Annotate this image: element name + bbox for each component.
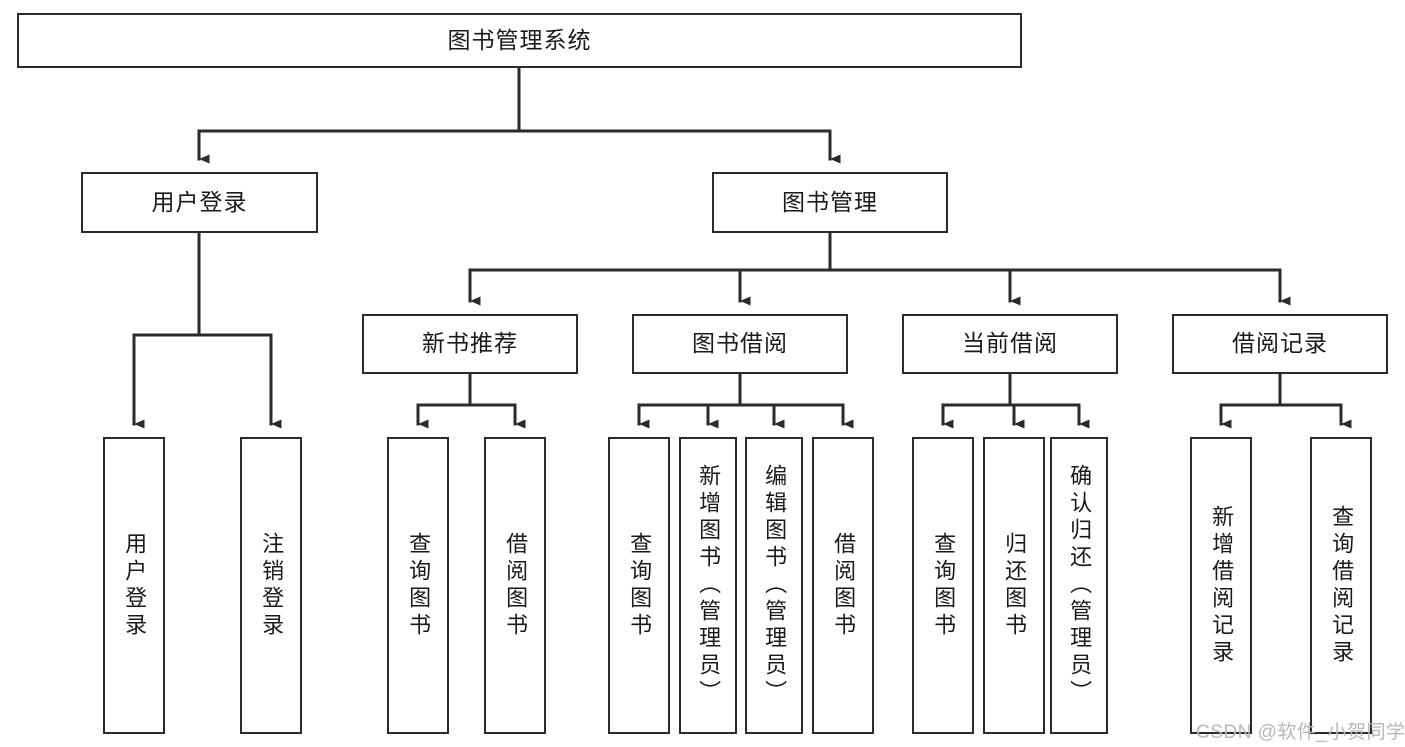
node-leaf-confirm-return-admin[interactable]: 确认归还（管理员）	[1050, 437, 1108, 734]
node-new-book-recommend[interactable]: 新书推荐	[362, 314, 578, 374]
node-leaf-query-book-current[interactable]: 查询图书	[912, 437, 974, 734]
node-leaf-edit-book-admin[interactable]: 编辑图书（管理员）	[745, 437, 803, 734]
node-book-borrow[interactable]: 图书借阅	[632, 314, 848, 374]
node-leaf-query-book-borrow[interactable]: 查询图书	[608, 437, 670, 734]
node-leaf-borrow-book-recommend[interactable]: 借阅图书	[484, 437, 546, 734]
node-borrow-record[interactable]: 借阅记录	[1172, 314, 1388, 374]
node-book-manage[interactable]: 图书管理	[712, 172, 948, 233]
node-root-system[interactable]: 图书管理系统	[17, 13, 1022, 68]
node-leaf-query-book-recommend[interactable]: 查询图书	[387, 437, 449, 734]
node-user-login[interactable]: 用户登录	[81, 172, 318, 233]
csdn-watermark: CSDN @软件_小贺同学	[1196, 722, 1405, 743]
node-leaf-add-borrow-record[interactable]: 新增借阅记录	[1190, 437, 1252, 734]
node-current-borrow[interactable]: 当前借阅	[902, 314, 1118, 374]
node-leaf-user-login[interactable]: 用户登录	[103, 437, 165, 734]
node-leaf-return-book[interactable]: 归还图书	[983, 437, 1045, 734]
node-leaf-borrow-book[interactable]: 借阅图书	[812, 437, 874, 734]
node-leaf-user-logout[interactable]: 注销登录	[240, 437, 302, 734]
node-leaf-query-borrow-record[interactable]: 查询借阅记录	[1310, 437, 1372, 734]
node-leaf-add-book-admin[interactable]: 新增图书（管理员）	[679, 437, 737, 734]
